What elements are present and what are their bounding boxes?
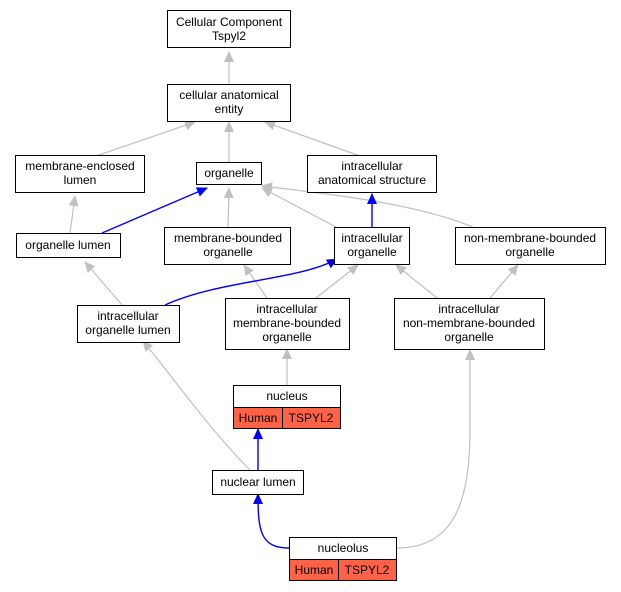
edge-intra-lumen-to-organelle-lumen (84, 261, 123, 306)
node-label-line: organelle lumen (25, 238, 110, 252)
gene-badge (338, 559, 397, 581)
node-membrane-bounded-organelle: membrane-bounded organelle (164, 227, 291, 265)
node-label-line: cellular anatomical (179, 88, 278, 102)
node-label-line: Cellular Component (176, 15, 283, 29)
node-box (167, 84, 291, 122)
edge-nucleolus-to-nuclear-lumen (253, 493, 290, 549)
node-intracellular-organelle-lumen: intracellular organelle lumen (77, 305, 180, 343)
node-organelle: organelle (196, 162, 262, 185)
species-badge-label: Human (295, 563, 334, 577)
node-nucleus: nucleus Human TSPYL2 (233, 385, 341, 429)
edge-organelle-lumen-to-enclosed-lumen (68, 195, 79, 234)
node-cellular-anatomical-entity: cellular anatomical entity (167, 84, 291, 122)
node-label-line: membrane-bounded (233, 316, 341, 330)
node-label-line: nucleolus (318, 541, 369, 555)
edge-nucleolus-to-intra-nonmem (396, 349, 475, 549)
node-label-line: lumen (64, 173, 97, 187)
edge-enclosed-lumen-to-entity (95, 120, 196, 157)
node-box (334, 227, 410, 265)
node-label-line: nuclear lumen (220, 475, 295, 489)
node-box (167, 10, 291, 48)
node-label-line: organelle (204, 166, 254, 180)
node-label-line: organelle (347, 245, 397, 259)
node-box (212, 470, 304, 495)
node-label-line: intracellular (341, 159, 402, 173)
edge-intra-mem-to-intra-organelle (315, 264, 359, 299)
node-box (77, 305, 180, 343)
node-cellular-component: Cellular Component Tspyl2 (167, 10, 291, 48)
edge-intra-lumen-to-intra-organelle (164, 258, 338, 306)
edge-intra-organelle-to-organelle (261, 187, 339, 229)
node-label-line: non-membrane-bounded (464, 231, 596, 245)
node-intracellular-anatomical-structure: intracellular anatomical structure (307, 155, 437, 193)
edge-intra-structure-to-entity (264, 120, 361, 157)
node-label-line: intracellular (256, 302, 317, 316)
node-box (394, 298, 545, 350)
node-non-membrane-bounded-organelle: non-membrane-bounded organelle (455, 227, 606, 265)
node-label-line: intracellular (341, 231, 402, 245)
node-box (164, 227, 291, 265)
node-box (455, 227, 606, 265)
node-label-line: organelle (444, 330, 494, 344)
node-label-line: organelle lumen (85, 323, 170, 337)
node-label-line: entity (215, 102, 244, 116)
node-label-line: organelle (262, 330, 312, 344)
node-label-line: nucleus (266, 389, 307, 403)
node-box (225, 298, 350, 350)
edges-blue (101, 187, 377, 549)
node-box (16, 233, 121, 258)
edge-membrane-bounded-to-organelle (223, 187, 234, 229)
edge-intra-nonmem-to-intra-organelle (395, 264, 438, 299)
node-label-line: membrane-enclosed (25, 159, 134, 173)
node-organelle-lumen: organelle lumen (16, 233, 121, 258)
species-badge-label: Human (239, 411, 278, 425)
edge-nuclear-lumen-to-intra-lumen (142, 340, 251, 471)
node-membrane-enclosed-lumen: membrane-enclosed lumen (15, 155, 145, 193)
gene-badge-label: TSPYL2 (345, 563, 390, 577)
node-box (196, 162, 262, 185)
node-intracellular-organelle: intracellular organelle (334, 227, 410, 265)
node-nuclear-lumen: nuclear lumen (212, 470, 304, 495)
node-box (15, 155, 145, 193)
node-nucleolus: nucleolus Human TSPYL2 (289, 537, 397, 581)
gene-badge (282, 407, 341, 429)
node-label-line: anatomical structure (318, 173, 426, 187)
node-box (307, 155, 437, 193)
node-label-line: intracellular (438, 302, 499, 316)
edge-intra-nonmem-to-nonmem (489, 264, 519, 299)
edge-organelle-lumen-to-organelle (101, 187, 208, 234)
node-label-line: Tspyl2 (212, 29, 246, 43)
node-label-line: non-membrane-bounded (403, 316, 535, 330)
node-label-line: intracellular (97, 309, 158, 323)
node-label-line: organelle (505, 245, 555, 259)
node-label-line: membrane-bounded (174, 231, 282, 245)
node-intracellular-membrane-bounded-organelle: intracellular membrane-bounded organelle (225, 298, 350, 350)
node-intracellular-non-membrane-bounded-organelle: intracellular non-membrane-bounded organ… (394, 298, 545, 350)
node-label-line: organelle (203, 245, 253, 259)
edges-gray (68, 51, 519, 549)
gene-badge-label: TSPYL2 (289, 411, 334, 425)
